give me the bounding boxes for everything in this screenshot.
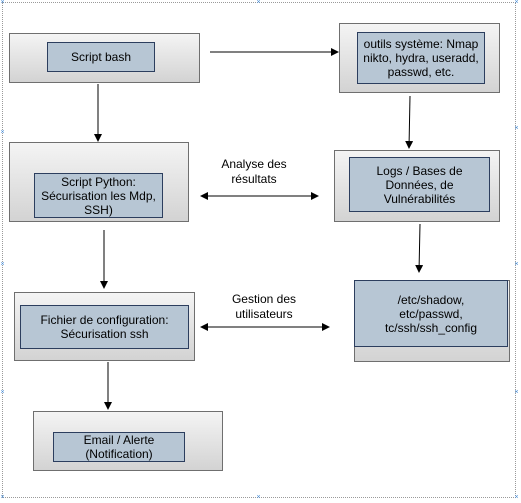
- handle-top-left[interactable]: ×: [0, 0, 5, 6]
- node-logs-bases-label: Logs / Bases de Données, de Vulnérabilit…: [349, 157, 490, 212]
- node-script-python[interactable]: Script Python: Sécurisation les Mdp, SSH…: [9, 142, 189, 222]
- handle-left-3[interactable]: ×: [0, 389, 5, 396]
- node-outils-systeme-label: outils système: Nmap nikto, hydra, usera…: [357, 32, 485, 84]
- handle-top-right[interactable]: ×: [514, 0, 519, 6]
- arrow-logs-to-etc: [415, 223, 424, 273]
- arrow-outils-to-logs: [405, 95, 414, 149]
- node-script-bash[interactable]: Script bash: [9, 33, 200, 83]
- handle-bottom-left[interactable]: ×: [0, 494, 5, 501]
- node-fichier-config[interactable]: Fichier de configuration: Sécurisation s…: [14, 292, 195, 361]
- handle-bottom-right[interactable]: ×: [514, 494, 519, 501]
- handle-right-middle[interactable]: ×: [514, 261, 519, 268]
- handle-top-middle[interactable]: ×: [256, 0, 261, 6]
- node-email-alerte-label: Email / Alerte (Notification): [53, 432, 185, 462]
- handle-left-middle[interactable]: ×: [0, 261, 5, 268]
- node-email-alerte[interactable]: Email / Alerte (Notification): [33, 411, 223, 471]
- node-etc-files-label: /etc/shadow, etc/passwd, tc/ssh/ssh_conf…: [354, 280, 508, 347]
- handle-bottom-middle[interactable]: ×: [256, 494, 261, 501]
- node-etc-files[interactable]: /etc/shadow, etc/passwd, tc/ssh/ssh_conf…: [354, 280, 510, 362]
- edge-label-gestion: Gestion des utilisateurs: [231, 292, 297, 321]
- node-outils-systeme[interactable]: outils système: Nmap nikto, hydra, usera…: [339, 23, 500, 93]
- handle-left-1[interactable]: ×: [0, 129, 5, 136]
- node-script-bash-label: Script bash: [47, 42, 155, 72]
- handle-right-3[interactable]: ×: [514, 389, 519, 396]
- node-script-python-label: Script Python: Sécurisation les Mdp, SSH…: [34, 173, 163, 218]
- canvas-frame: [2, 2, 516, 498]
- edge-label-analyse: Analyse des résultats: [221, 157, 287, 186]
- handle-right-1[interactable]: ×: [514, 125, 519, 132]
- node-logs-bases[interactable]: Logs / Bases de Données, de Vulnérabilit…: [334, 150, 500, 222]
- node-fichier-config-label: Fichier de configuration: Sécurisation s…: [20, 305, 189, 349]
